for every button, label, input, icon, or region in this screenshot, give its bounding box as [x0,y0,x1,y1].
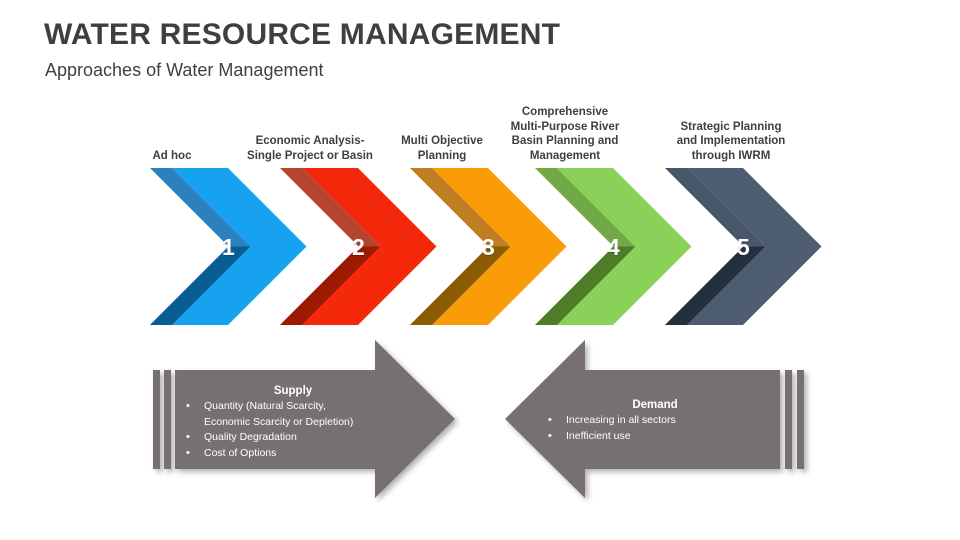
step-label-1: Ad hoc [152,149,192,162]
supply-arrow[interactable] [175,340,455,498]
bullet-marker-icon: • [548,429,552,442]
chevron-body-1[interactable] [172,168,307,325]
demand-bullet-text: Inefficient use [566,429,631,442]
chevron-shape-2[interactable] [278,168,438,331]
chevron-shape-3[interactable] [408,168,568,331]
bullet-marker-icon: • [186,446,190,459]
supply-text-block: Supply •Quantity (Natural Scarcity,•Econ… [178,384,408,461]
chevron-bevel-bottom-4 [535,246,636,325]
supply-demand-arrows-svg [153,340,804,498]
demand-text-block: Demand • Increasing in all sectors • Ineffi… [540,398,770,444]
chevron-shape-5[interactable] [663,168,823,331]
chevron-shape-1[interactable] [148,168,308,331]
demand-arrow[interactable] [505,340,780,498]
chevron-bevel-bottom-3 [410,246,511,325]
supply-bullet-text: Cost of Options [204,446,277,459]
supply-bullet-text: Quantity (Natural Scarcity, [204,400,326,412]
page-subtitle: Approaches of Water Management [45,60,324,80]
step-label-2: Economic Analysis-Single Project or Basi… [247,135,373,162]
page-title: WATER RESOURCE MANAGEMENT [44,18,561,51]
chevron-body-2[interactable] [302,168,437,325]
step-number-4: 4 [607,234,620,260]
chevron-body-4[interactable] [557,168,692,325]
supply-demand-group: Supply •Quantity (Natural Scarcity,•Econ… [0,332,960,527]
chevron-bevel-bottom-1 [150,246,251,325]
bullet-marker-icon: • [548,414,552,426]
chevron-body-3[interactable] [432,168,567,325]
chevron-shape-4[interactable] [533,168,693,331]
demand-bullet-item: • Inefficient use [540,429,770,445]
step-number-5: 5 [737,234,750,260]
step-number-2: 2 [352,234,365,260]
supply-bullet-item: •Economic Scarcity or Depletion) [178,415,408,431]
chevron-body-5[interactable] [687,168,822,325]
demand-bullet-text: Increasing in all sectors [566,414,676,426]
process-step-1[interactable]: Ad hoc 1 [148,0,307,340]
bullet-marker-icon: • [186,431,190,444]
bullet-marker-icon: • [186,400,190,412]
supply-bullet-item: • Cost of Options [178,446,408,462]
step-number-3: 3 [482,234,495,260]
step-number-1: 1 [222,234,235,260]
supply-title: Supply [273,385,313,397]
demand-title: Demand [632,399,678,411]
demand-bullet-list: • Increasing in all sectors • Inefficient u… [540,413,770,444]
chevron-bevel-bottom-5 [665,246,766,325]
supply-bullet-item: • Quality Degradation [178,430,408,446]
process-step-2[interactable]: Economic Analysis-Single Project or Basi… [247,0,437,340]
demand-tail-stripe-2 [797,370,804,469]
supply-tail-stripe-1 [153,370,160,469]
supply-bullet-text: Quality Degradation [204,431,297,444]
chevron-bevel-bottom-2 [280,246,381,325]
process-chevron-group: Ad hoc 1 Economic Analysis-Single Project … [148,0,822,340]
supply-bullet-list: •Quantity (Natural Scarcity,•Economic Sc… [178,399,408,461]
supply-bullet-text: Economic Scarcity or Depletion) [204,415,354,428]
demand-tail-stripe-1 [785,370,792,469]
demand-bullet-item: • Increasing in all sectors [540,413,770,429]
supply-bullet-item: • Quantity (Natural Scarcity, [178,399,408,415]
supply-tail-stripe-2 [164,370,171,469]
